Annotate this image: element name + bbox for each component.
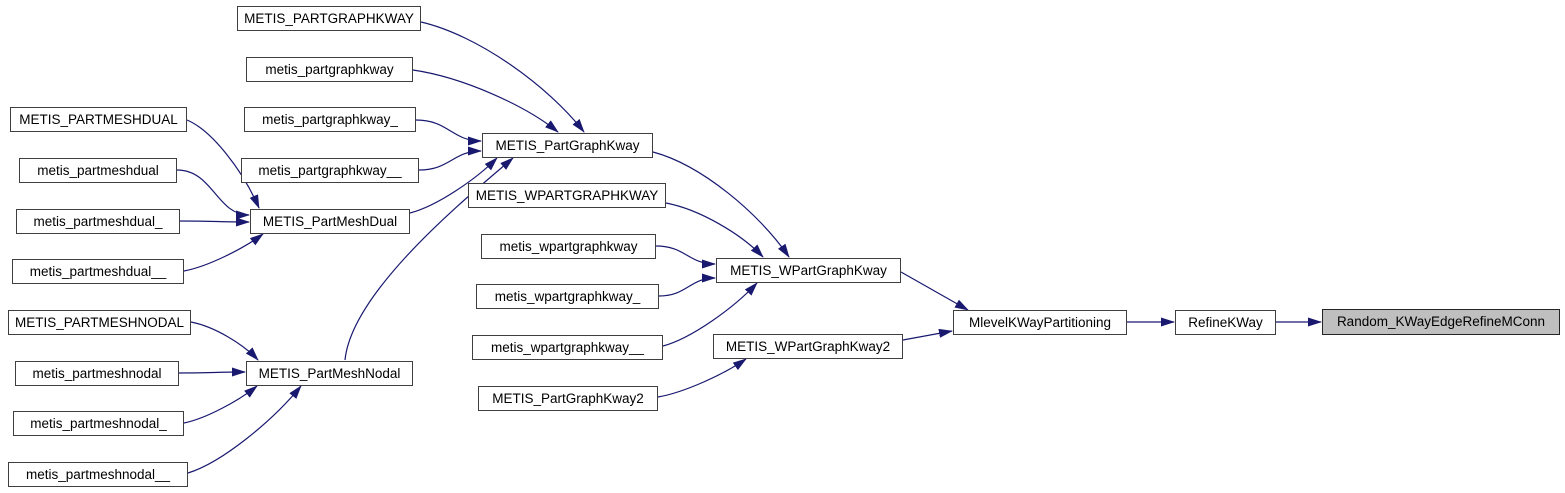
graph-node-metis_partmeshdual[interactable]: metis_partmeshdual bbox=[19, 158, 177, 183]
call-edge-METIS_PARTMESHNODAL-to-METIS_PartMeshNodal bbox=[190, 321, 259, 361]
graph-node-METIS_WPARTGRAPHKWAY[interactable]: METIS_WPARTGRAPHKWAY bbox=[468, 183, 666, 208]
call-edge-METIS_WPARTGRAPHKWAY-to-METIS_WPartGraphKway bbox=[665, 202, 764, 258]
call-edge-metis_partmeshdual-to-METIS_PartMeshDual bbox=[176, 169, 250, 220]
graph-node-Random_KWayEdgeRefineMConn: Random_KWayEdgeRefineMConn bbox=[1322, 309, 1560, 335]
call-edge-metis_partmeshdual__-to-METIS_PartMeshDual bbox=[183, 233, 264, 272]
call-edge-METIS_PARTGRAPHKWAY-to-METIS_PartGraphKway bbox=[420, 21, 585, 133]
graph-node-METIS_PartMeshNodal[interactable]: METIS_PartMeshNodal bbox=[246, 361, 413, 386]
call-edge-METIS_PartMeshDual-to-METIS_PartGraphKway bbox=[409, 157, 498, 214]
call-edge-metis_partmeshdual_-to-METIS_PartMeshDual bbox=[179, 217, 250, 227]
graph-node-METIS_PartMeshDual[interactable]: METIS_PartMeshDual bbox=[250, 209, 410, 234]
graph-node-metis_partgraphkway[interactable]: metis_partgraphkway bbox=[246, 57, 413, 82]
graph-node-metis_partmeshdual_[interactable]: metis_partmeshdual_ bbox=[16, 209, 180, 234]
call-edge-metis_partgraphkway-to-METIS_PartGraphKway bbox=[412, 69, 559, 133]
graph-node-metis_partmeshnodal[interactable]: metis_partmeshnodal bbox=[15, 361, 179, 386]
graph-node-METIS_PartGraphKway2[interactable]: METIS_PartGraphKway2 bbox=[478, 386, 658, 411]
graph-node-METIS_PARTGRAPHKWAY[interactable]: METIS_PARTGRAPHKWAY bbox=[237, 6, 421, 31]
graph-node-METIS_PARTMESHNODAL[interactable]: METIS_PARTMESHNODAL bbox=[8, 310, 191, 335]
call-edge-metis_wpartgraphkway_-to-METIS_WPartGraphKway bbox=[658, 273, 716, 297]
call-edge-metis_partmeshnodal_-to-METIS_PartMeshNodal bbox=[183, 385, 258, 424]
call-edge-metis_partmeshnodal__-to-METIS_PartMeshNodal bbox=[187, 385, 302, 474]
graph-node-metis_wpartgraphkway__[interactable]: metis_wpartgraphkway__ bbox=[472, 335, 663, 360]
graph-node-metis_wpartgraphkway_[interactable]: metis_wpartgraphkway_ bbox=[476, 284, 659, 309]
call-edge-METIS_WPartGraphKway-to-MlevelKWayPartitioning bbox=[900, 271, 969, 311]
graph-node-MlevelKWayPartitioning[interactable]: MlevelKWayPartitioning bbox=[953, 310, 1127, 335]
call-edge-METIS_PartGraphKway2-to-METIS_WPartGraphKway2 bbox=[657, 358, 747, 398]
graph-node-metis_partgraphkway_[interactable]: metis_partgraphkway_ bbox=[244, 107, 416, 132]
call-edge-METIS_WPartGraphKway2-to-MlevelKWayPartitioning bbox=[902, 328, 953, 341]
graph-node-metis_partmeshnodal_[interactable]: metis_partmeshnodal_ bbox=[13, 411, 184, 436]
call-edge-metis_wpartgraphkway__-to-METIS_WPartGraphKway bbox=[662, 282, 758, 347]
graph-node-RefineKWay[interactable]: RefineKWay bbox=[1175, 310, 1276, 335]
graph-node-METIS_PARTMESHDUAL[interactable]: METIS_PARTMESHDUAL bbox=[10, 107, 187, 132]
graph-node-metis_wpartgraphkway[interactable]: metis_wpartgraphkway bbox=[481, 234, 656, 259]
call-edge-METIS_PARTMESHDUAL-to-METIS_PartMeshDual bbox=[186, 119, 260, 209]
call-edge-METIS_PartMeshNodal-to-METIS_PartGraphKway bbox=[344, 157, 514, 361]
graph-node-METIS_WPartGraphKway2[interactable]: METIS_WPartGraphKway2 bbox=[713, 334, 903, 359]
call-edge-metis_wpartgraphkway-to-METIS_WPartGraphKway bbox=[655, 245, 716, 269]
graph-node-metis_partgraphkway__[interactable]: metis_partgraphkway__ bbox=[241, 158, 419, 183]
call-edge-metis_partgraphkway__-to-METIS_PartGraphKway bbox=[418, 146, 482, 171]
call-edge-METIS_PartGraphKway-to-METIS_WPartGraphKway bbox=[652, 151, 790, 258]
call-edge-metis_partgraphkway_-to-METIS_PartGraphKway bbox=[415, 119, 482, 146]
graph-node-METIS_PartGraphKway[interactable]: METIS_PartGraphKway bbox=[482, 133, 653, 158]
graph-node-metis_partmeshnodal__[interactable]: metis_partmeshnodal__ bbox=[8, 462, 188, 487]
graph-node-metis_partmeshdual__[interactable]: metis_partmeshdual__ bbox=[12, 259, 184, 284]
graph-node-METIS_WPartGraphKway[interactable]: METIS_WPartGraphKway bbox=[716, 258, 901, 283]
call-edge-metis_partmeshnodal-to-METIS_PartMeshNodal bbox=[178, 367, 246, 377]
